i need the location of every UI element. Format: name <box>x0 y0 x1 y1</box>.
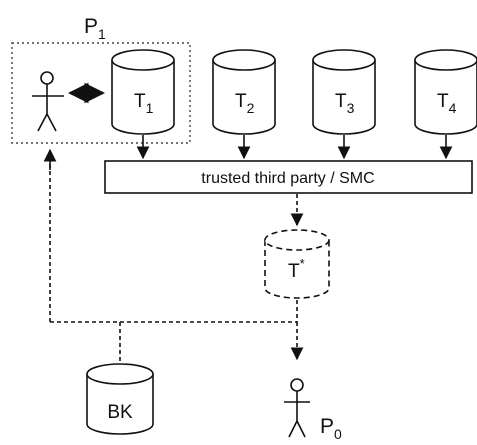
table-t3: T3 <box>312 49 376 135</box>
table-t4: T4 <box>414 49 477 135</box>
result-table-label: T* <box>288 256 305 282</box>
table-t3-label: T3 <box>335 91 355 116</box>
result-table: T* <box>264 229 330 299</box>
background-knowledge-label: BK <box>107 402 133 423</box>
p0-person-icon <box>284 378 310 438</box>
p0-label: P0 <box>320 415 342 442</box>
table-t1-label: T1 <box>134 91 154 116</box>
table-t1: T1 <box>111 49 175 135</box>
table-t4-label: T4 <box>437 91 457 116</box>
table-t2: T2 <box>212 49 276 135</box>
p1-label: P1 <box>84 15 106 42</box>
disclosure-paths <box>49 156 298 362</box>
trusted-third-party-box <box>104 160 473 194</box>
trusted-third-party-label: trusted third party / SMC <box>201 170 374 187</box>
p1-boundary-box <box>11 42 191 144</box>
p1-person-icon <box>32 71 64 132</box>
table-t2-label: T2 <box>235 91 255 116</box>
background-knowledge-table: BK <box>86 363 154 435</box>
